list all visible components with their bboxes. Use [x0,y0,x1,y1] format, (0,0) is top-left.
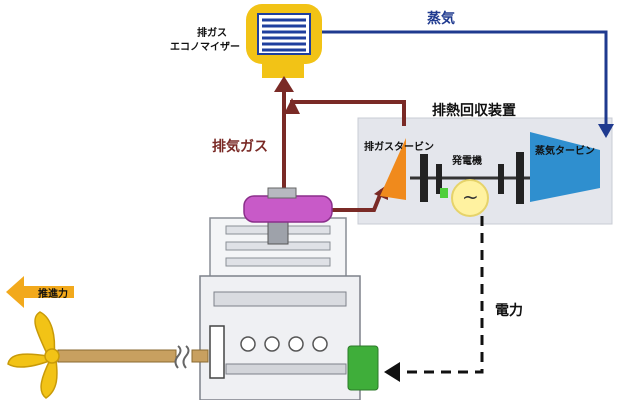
exhaust-gas-label: 排気ガス [212,139,268,155]
propulsion-arrow [6,276,74,308]
gas-turbine-label: 排ガスタービン [364,142,434,153]
economizer-label-line2: エコノマイザー [170,42,240,53]
generator-icon [451,179,489,217]
steam-turbine-label: 蒸気タービン [535,146,595,157]
economizer-label-line1: 排ガス [197,28,227,39]
exhaust-gas-turbine-icon [380,138,406,200]
steam-line [322,30,614,138]
power-line [384,216,484,382]
propulsion-label: 推進力 [38,289,68,300]
engine-icon [199,217,361,400]
propeller-icon [7,311,60,399]
heat-recovery-label: 排熱回収装置 [432,103,516,119]
steam-turbine-icon [530,132,600,202]
electric-power-label: 電力 [495,303,523,319]
turbine-shafts [410,152,540,204]
steam-label: 蒸気 [427,11,455,27]
turbocharger-icon [243,187,333,223]
generator-label: 発電機 [452,156,482,167]
propeller-shaft [57,345,209,369]
generator-symbol: ~ [462,185,479,209]
economizer-icon [246,4,322,78]
shaft-motor-icon [347,345,379,391]
